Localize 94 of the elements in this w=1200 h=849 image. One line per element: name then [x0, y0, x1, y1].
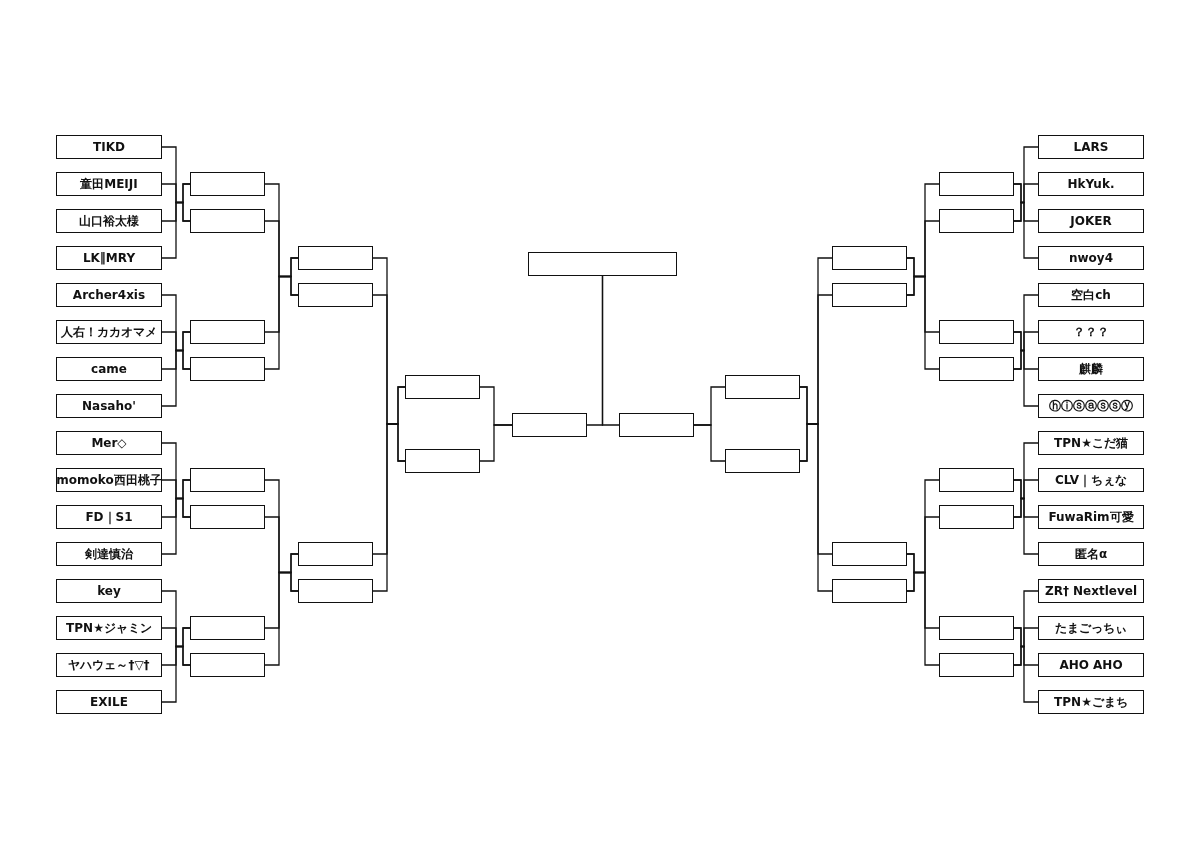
player-name: AHO AHO — [1038, 653, 1144, 677]
empty-bracket-slot — [939, 320, 1014, 344]
bracket-line — [161, 183, 191, 204]
bracket-line — [161, 479, 191, 500]
empty-bracket-slot — [190, 209, 265, 233]
player-name: HkYuk. — [1038, 172, 1144, 196]
empty-bracket-slot — [832, 283, 907, 307]
empty-bracket-slot — [190, 505, 265, 529]
bracket-line — [372, 294, 406, 425]
bracket-line — [601, 275, 620, 426]
bracket-line — [693, 424, 726, 462]
player-name: ⓗⓘⓢⓐⓢⓢⓨ — [1038, 394, 1144, 418]
empty-bracket-slot — [512, 413, 587, 437]
player-name: FuwaRim可愛 — [1038, 505, 1144, 529]
player-name: came — [56, 357, 162, 381]
bracket-line — [1013, 201, 1039, 259]
player-name: Mer◇ — [56, 431, 162, 455]
bracket-line — [1013, 627, 1039, 648]
player-name: momoko西田桃子 — [56, 468, 162, 492]
player-name: key — [56, 579, 162, 603]
player-name: 剣達慎治 — [56, 542, 162, 566]
player-name: 童田MEIJI — [56, 172, 162, 196]
empty-bracket-slot — [725, 375, 800, 399]
bracket-line — [906, 275, 940, 370]
player-name: TIKD — [56, 135, 162, 159]
player-name: TPN★こだ猫 — [1038, 431, 1144, 455]
bracket-line — [264, 571, 299, 666]
bracket-line — [161, 331, 191, 352]
player-name: JOKER — [1038, 209, 1144, 233]
player-name: ZR† Nextlevel — [1038, 579, 1144, 603]
empty-bracket-slot — [725, 449, 800, 473]
bracket-line — [161, 627, 191, 648]
bracket-line — [161, 201, 191, 259]
empty-bracket-slot — [832, 579, 907, 603]
player-name: 麒麟 — [1038, 357, 1144, 381]
player-name: 人右！カカオマメ — [56, 320, 162, 344]
empty-bracket-slot — [298, 283, 373, 307]
bracket-line — [161, 349, 191, 407]
empty-bracket-slot — [832, 246, 907, 270]
bracket-line — [799, 294, 833, 425]
player-name: LK‖MRY — [56, 246, 162, 270]
player-name: 空白ch — [1038, 283, 1144, 307]
empty-bracket-slot — [190, 616, 265, 640]
empty-bracket-slot — [832, 542, 907, 566]
empty-bracket-slot — [528, 252, 677, 276]
player-name: たまごっちぃ — [1038, 616, 1144, 640]
empty-bracket-slot — [939, 616, 1014, 640]
bracket-line — [1013, 479, 1039, 500]
bracket-line — [1013, 331, 1039, 352]
bracket-line — [479, 424, 513, 462]
empty-bracket-slot — [190, 468, 265, 492]
bracket-line — [264, 275, 299, 370]
player-name: 匿名α — [1038, 542, 1144, 566]
player-name: ヤハウェ～†▽† — [56, 653, 162, 677]
player-name: Nasaho' — [56, 394, 162, 418]
bracket-line — [1013, 349, 1039, 407]
empty-bracket-slot — [939, 357, 1014, 381]
empty-bracket-slot — [939, 505, 1014, 529]
empty-bracket-slot — [298, 246, 373, 270]
empty-bracket-slot — [405, 449, 480, 473]
empty-bracket-slot — [939, 468, 1014, 492]
bracket-line — [1013, 183, 1039, 204]
bracket-line — [161, 497, 191, 555]
bracket-line — [264, 516, 299, 574]
player-name: nwoy4 — [1038, 246, 1144, 270]
player-name: TPN★ごまち — [1038, 690, 1144, 714]
empty-bracket-slot — [939, 653, 1014, 677]
empty-bracket-slot — [190, 653, 265, 677]
player-name: FD｜S1 — [56, 505, 162, 529]
bracket-line — [264, 220, 299, 278]
empty-bracket-slot — [298, 579, 373, 603]
empty-bracket-slot — [619, 413, 694, 437]
empty-bracket-slot — [190, 320, 265, 344]
bracket-line — [161, 645, 191, 703]
bracket-line — [372, 423, 406, 592]
player-name: CLV｜ちぇな — [1038, 468, 1144, 492]
empty-bracket-slot — [190, 172, 265, 196]
player-name: ？？？ — [1038, 320, 1144, 344]
bracket-line — [906, 220, 940, 278]
player-name: 山口裕太様 — [56, 209, 162, 233]
bracket-line — [906, 571, 940, 666]
player-name: EXILE — [56, 690, 162, 714]
empty-bracket-slot — [939, 209, 1014, 233]
empty-bracket-slot — [298, 542, 373, 566]
player-name: LARS — [1038, 135, 1144, 159]
bracket-line — [799, 423, 833, 592]
bracket-line — [906, 516, 940, 574]
empty-bracket-slot — [939, 172, 1014, 196]
empty-bracket-slot — [405, 375, 480, 399]
empty-bracket-slot — [190, 357, 265, 381]
player-name: TPN★ジャミン — [56, 616, 162, 640]
bracket-line — [1013, 497, 1039, 555]
bracket-line — [1013, 645, 1039, 703]
player-name: Archer4xis — [56, 283, 162, 307]
